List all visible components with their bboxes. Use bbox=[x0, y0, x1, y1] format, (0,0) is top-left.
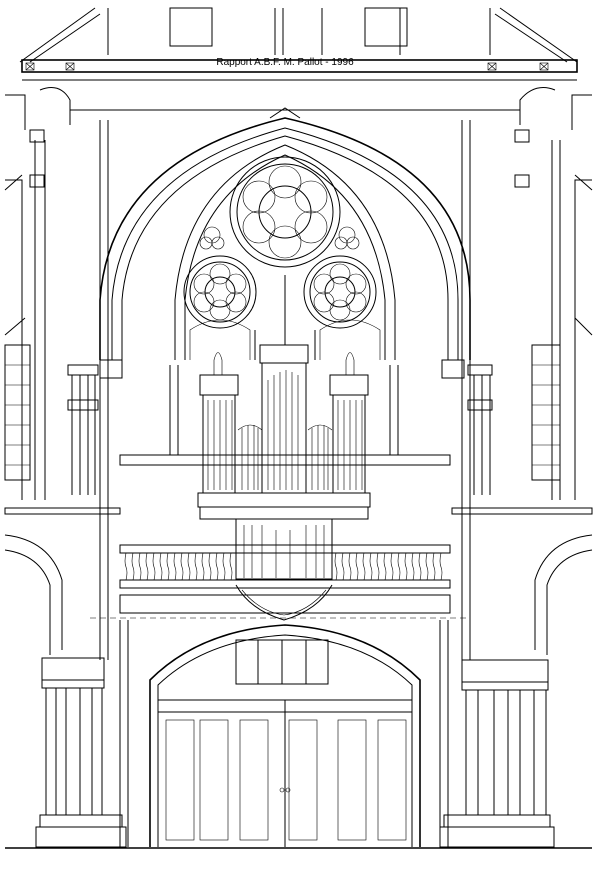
door-panel bbox=[377, 719, 407, 841]
baluster bbox=[173, 552, 177, 581]
balustrade bbox=[90, 454, 470, 619]
baluster bbox=[411, 552, 415, 581]
baluster bbox=[159, 552, 163, 581]
baluster bbox=[341, 552, 345, 581]
baluster bbox=[369, 552, 373, 581]
baluster bbox=[131, 552, 135, 581]
rose-window bbox=[174, 144, 396, 360]
baluster bbox=[229, 552, 233, 581]
door-panel bbox=[239, 719, 269, 841]
baluster bbox=[138, 552, 142, 581]
baluster-row bbox=[124, 552, 443, 581]
baluster bbox=[376, 552, 380, 581]
baluster bbox=[355, 552, 359, 581]
baluster bbox=[390, 552, 394, 581]
main-arch bbox=[99, 107, 471, 360]
upper-piers bbox=[67, 359, 493, 495]
baluster bbox=[180, 552, 184, 581]
baluster bbox=[208, 552, 212, 581]
door-panels bbox=[165, 719, 407, 841]
drawing-caption: Rapport A.B.F. M. Pallot - 1996 bbox=[216, 57, 354, 68]
baluster bbox=[222, 552, 226, 581]
baluster bbox=[383, 552, 387, 581]
baluster bbox=[334, 552, 338, 581]
baluster bbox=[425, 552, 429, 581]
door-panel bbox=[337, 719, 367, 841]
baluster bbox=[201, 552, 205, 581]
baluster bbox=[166, 552, 170, 581]
baluster bbox=[439, 552, 443, 581]
door-screen bbox=[149, 624, 421, 847]
baluster bbox=[145, 552, 149, 581]
baluster bbox=[362, 552, 366, 581]
door-panel bbox=[288, 719, 318, 841]
baluster bbox=[348, 552, 352, 581]
door-panel bbox=[199, 719, 229, 841]
organ-case bbox=[197, 344, 371, 621]
baluster bbox=[187, 552, 191, 581]
baluster bbox=[152, 552, 156, 581]
door-panel bbox=[165, 719, 195, 841]
roof-structure bbox=[19, 7, 578, 125]
baluster bbox=[404, 552, 408, 581]
outer-walls bbox=[4, 94, 593, 500]
baluster bbox=[215, 552, 219, 581]
baluster bbox=[432, 552, 436, 581]
baluster bbox=[418, 552, 422, 581]
lower-arcade bbox=[4, 500, 593, 848]
baluster bbox=[124, 552, 128, 581]
baluster bbox=[397, 552, 401, 581]
baluster bbox=[194, 552, 198, 581]
